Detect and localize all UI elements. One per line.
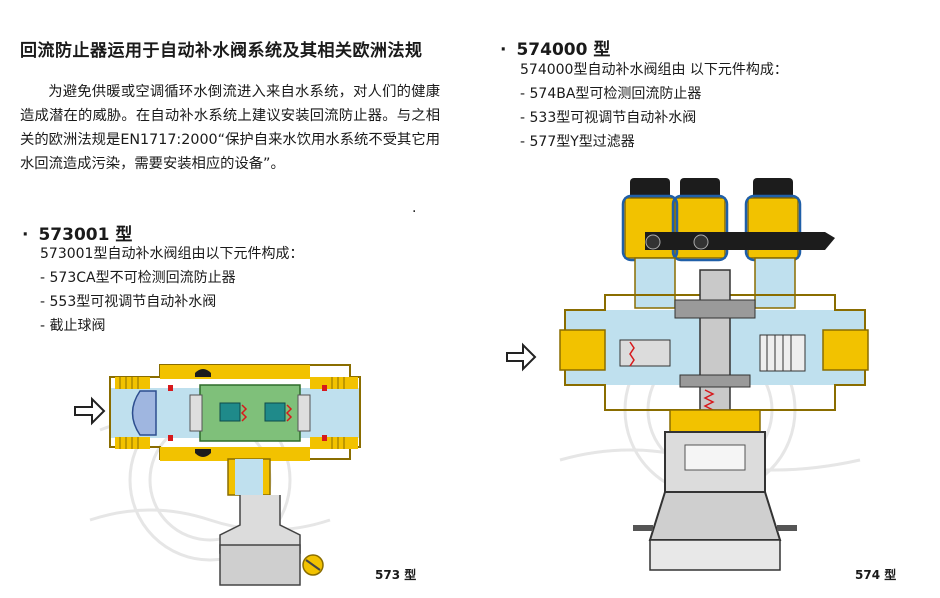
stray-dot: .: [412, 200, 417, 216]
model-574-item: - 577型Y型过滤器: [520, 134, 635, 150]
intro-paragraph-text: 为避免供暖或空调循环水倒流进入来自水系统，对人们的健康造成潜在的威胁。在自动补水…: [20, 84, 440, 172]
valve-574-cutaway: [506, 178, 869, 571]
bullet-icon: ·: [500, 40, 507, 60]
model-573-heading: · 573001 型: [22, 220, 132, 245]
valve-573-cutaway: [74, 364, 361, 586]
flow-arrow-icon: [506, 342, 537, 372]
model-574-heading-text: 574000 型: [516, 40, 611, 60]
model-573-item: - 截止球阀: [40, 318, 106, 334]
caption-574: 574 型: [855, 568, 897, 582]
intro-paragraph: 为避免供暖或空调循环水倒流进入来自水系统，对人们的健康造成潜在的威胁。在自动补水…: [20, 80, 440, 176]
model-573-item: - 573CA型不可检测回流防止器: [40, 270, 236, 286]
page-title: 回流防止器运用于自动补水阀系统及其相关欧洲法规: [20, 41, 423, 61]
model-574-item: - 574BA型可检测回流防止器: [520, 86, 702, 102]
model-573-heading-text: 573001 型: [38, 225, 133, 245]
bullet-icon: ·: [22, 225, 29, 245]
caption-573: 573 型: [375, 568, 417, 582]
model-573-intro: 573001型自动补水阀组由以下元件构成：: [40, 246, 304, 262]
model-574-item: - 533型可视调节自动补水阀: [520, 110, 697, 126]
model-574-heading: · 574000 型: [500, 35, 610, 60]
model-574-intro: 574000型自动补水阀组由 以下元件构成：: [520, 62, 788, 78]
model-573-item: - 553型可视调节自动补水阀: [40, 294, 217, 310]
flow-arrow-icon: [74, 396, 106, 426]
